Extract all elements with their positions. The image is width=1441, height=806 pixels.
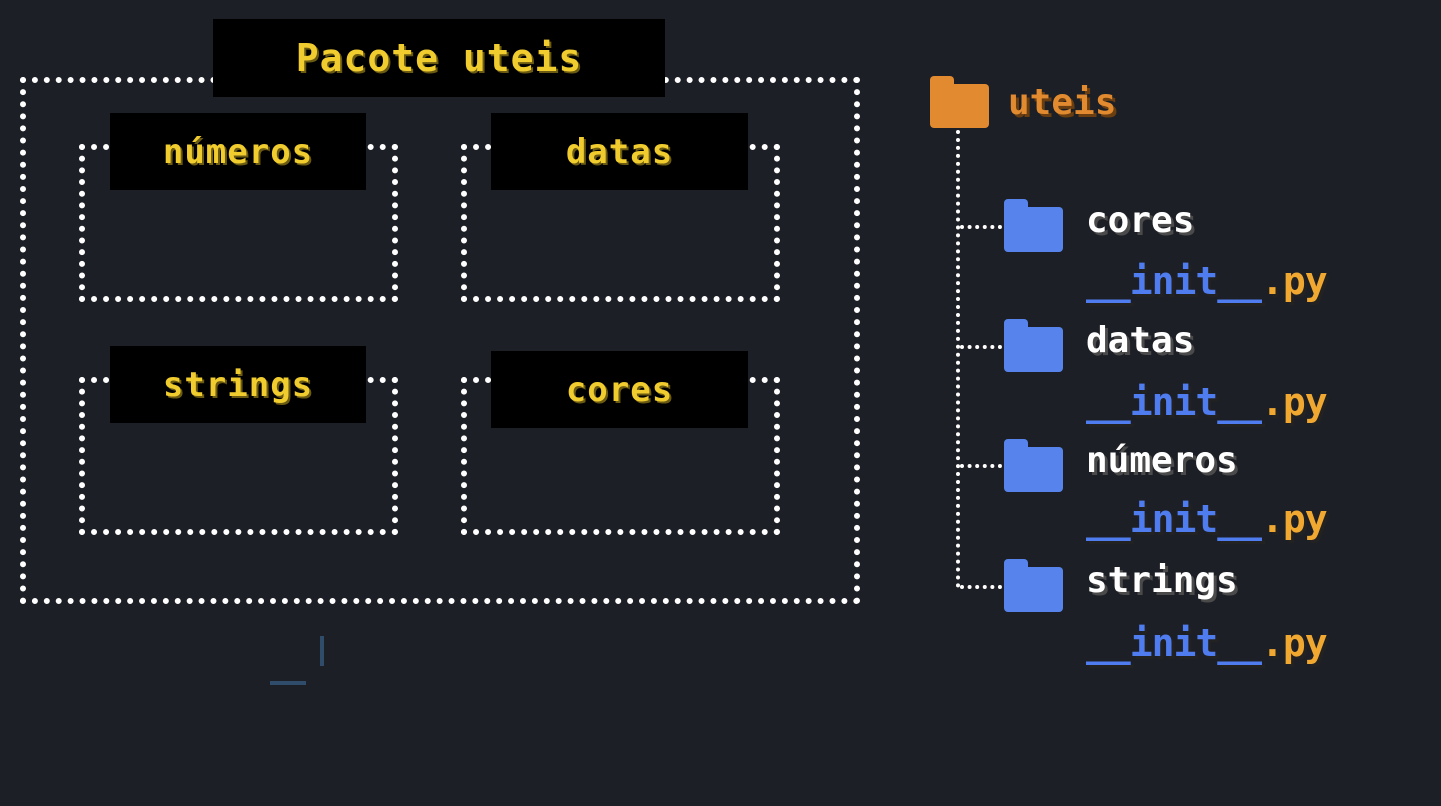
tree-child-label: datas bbox=[1086, 320, 1195, 361]
tree-branch bbox=[960, 464, 1002, 468]
tree-child-file: __init__.py bbox=[1086, 621, 1328, 665]
tree-trunk bbox=[956, 130, 960, 588]
module-label-cores: cores bbox=[491, 351, 748, 428]
folder-icon bbox=[1004, 559, 1063, 612]
tree-branch bbox=[960, 225, 1002, 229]
folder-icon bbox=[930, 76, 989, 128]
folder-icon bbox=[1004, 199, 1063, 252]
text-cursor bbox=[320, 636, 324, 666]
module-label-numeros: números bbox=[110, 113, 366, 190]
folder-icon bbox=[1004, 319, 1063, 372]
tree-child-label: strings bbox=[1086, 560, 1238, 601]
tree-branch bbox=[960, 585, 1002, 589]
tree-child-label: números bbox=[1086, 440, 1238, 481]
package-title: Pacote uteis bbox=[213, 19, 665, 97]
tree-root-label: uteis bbox=[1008, 82, 1117, 123]
tree-branch bbox=[960, 345, 1002, 349]
tree-child-file: __init__.py bbox=[1086, 259, 1328, 303]
tree-child-file: __init__.py bbox=[1086, 380, 1328, 424]
module-label-strings: strings bbox=[110, 346, 366, 423]
tree-child-file: __init__.py bbox=[1086, 497, 1328, 541]
text-cursor-underline bbox=[270, 681, 306, 685]
module-label-datas: datas bbox=[491, 113, 748, 190]
tree-child-label: cores bbox=[1086, 200, 1195, 241]
folder-icon bbox=[1004, 439, 1063, 492]
